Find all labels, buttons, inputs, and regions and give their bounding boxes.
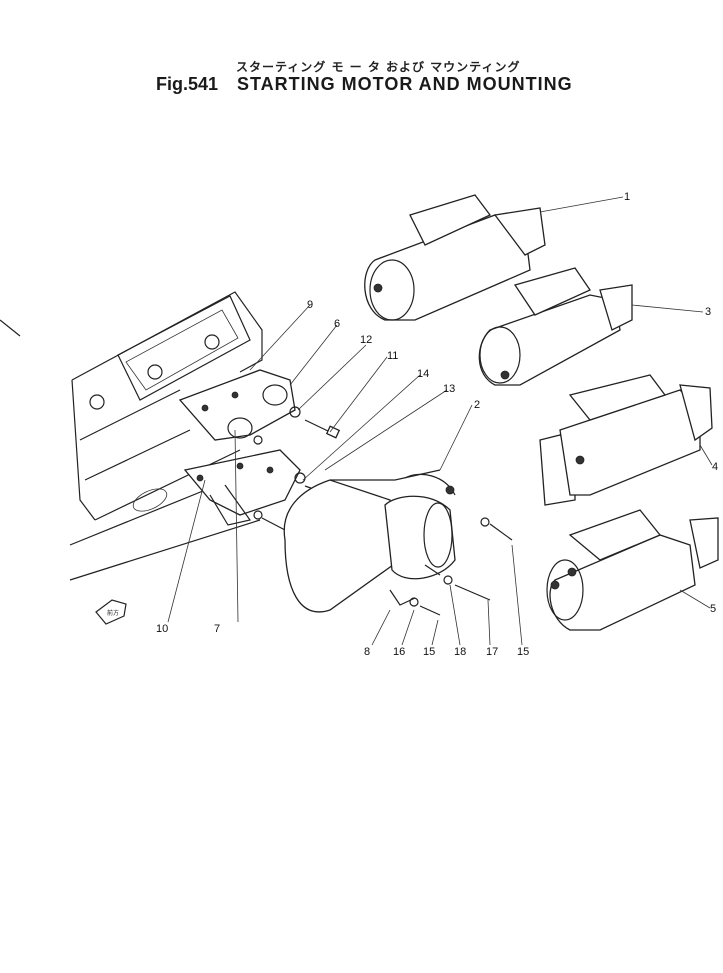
callout-9: 9: [307, 299, 313, 311]
callout-8: 8: [364, 646, 370, 658]
callout-6: 6: [334, 318, 340, 330]
callout-4: 4: [712, 461, 718, 473]
callout-18: 18: [454, 646, 466, 658]
callout-12: 12: [360, 334, 372, 346]
starting-motor-1: [364, 194, 546, 321]
leader-lines: [167, 196, 713, 646]
front-direction-tag: 前方: [95, 599, 127, 625]
callout-17: 17: [486, 646, 498, 658]
title-japanese: スターティング モ ー タ および マウンティング: [236, 60, 521, 74]
callout-16: 16: [393, 646, 405, 658]
callout-15-b: 15: [517, 646, 529, 658]
svg-text:前方: 前方: [107, 609, 119, 617]
callout-2: 2: [474, 399, 480, 411]
title-english: STARTING MOTOR AND MOUNTING: [237, 74, 573, 94]
starting-motor-4: [539, 374, 713, 506]
callout-10: 10: [156, 623, 168, 635]
callout-1: 1: [624, 191, 630, 203]
bracket-upper: [178, 369, 296, 441]
starting-motor-assembly: [283, 469, 456, 613]
callout-5: 5: [710, 603, 716, 615]
callout-13: 13: [443, 383, 455, 395]
callout-11: 11: [387, 350, 398, 362]
callout-14: 14: [417, 368, 429, 380]
callout-3: 3: [705, 306, 711, 318]
figure-number: Fig.541: [156, 74, 219, 94]
starting-motor-3: [478, 267, 633, 386]
callout-15-a: 15: [423, 646, 435, 658]
callout-numbers: 1 2 3 4 5 6 7 8 9 10 11 12 13 14 15 15 1…: [156, 191, 718, 658]
bracket-lower: [183, 449, 301, 526]
callout-7: 7: [214, 623, 220, 635]
starting-motor-5: [546, 509, 719, 631]
